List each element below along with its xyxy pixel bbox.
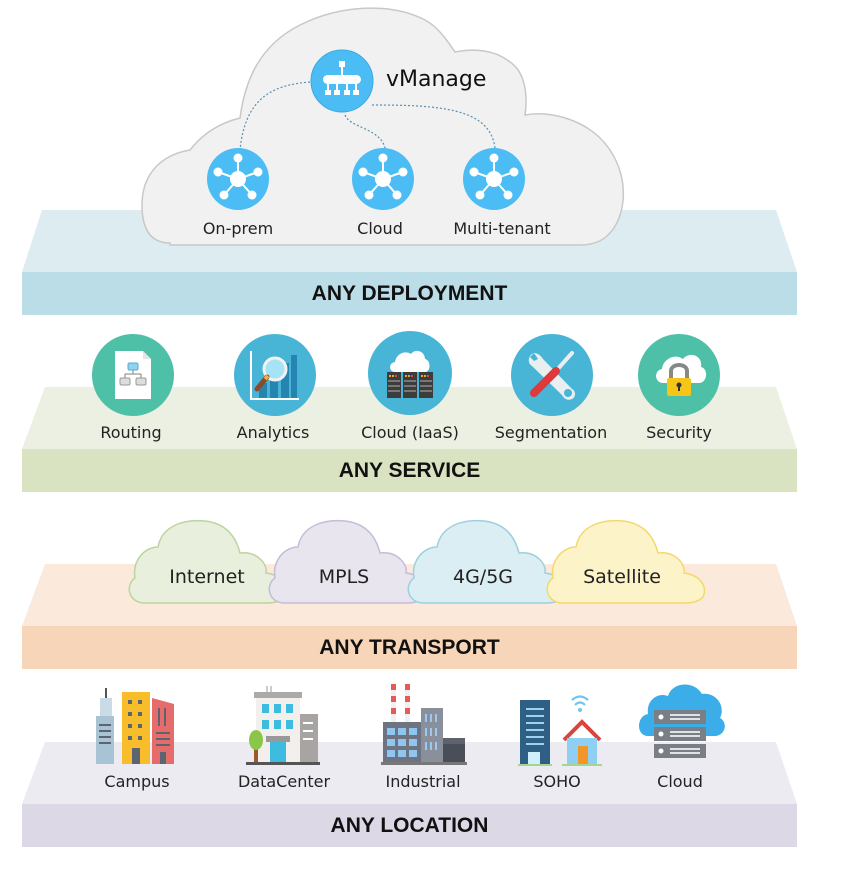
service-title: ANY SERVICE bbox=[338, 458, 481, 482]
transport-label: Internet bbox=[169, 566, 245, 588]
deployment-cloud bbox=[141, 7, 624, 246]
location-label: Campus bbox=[104, 772, 170, 791]
location-label: Industrial bbox=[385, 772, 461, 791]
location-label: DataCenter bbox=[237, 772, 331, 791]
service-label: Analytics bbox=[236, 423, 310, 442]
hub-icon[interactable] bbox=[206, 147, 270, 211]
location-label: SOHO bbox=[533, 772, 581, 791]
cloud-server-icon[interactable] bbox=[367, 330, 453, 416]
transport-label: 4G/5G bbox=[452, 566, 514, 588]
campus-buildings-icon[interactable] bbox=[94, 686, 180, 766]
deployment-title: ANY DEPLOYMENT bbox=[311, 281, 508, 305]
hierarchy-icon[interactable] bbox=[309, 48, 375, 114]
tools-icon[interactable] bbox=[510, 333, 594, 417]
datacenter-building-icon[interactable] bbox=[240, 684, 326, 766]
transport-clouds bbox=[128, 519, 706, 604]
service-label: Security bbox=[646, 423, 712, 442]
location-label: Cloud bbox=[657, 772, 703, 791]
home-office-icon[interactable] bbox=[516, 690, 606, 766]
hub-icon[interactable] bbox=[351, 147, 415, 211]
service-label: Segmentation bbox=[494, 423, 608, 442]
transport-cloud-4g5g[interactable] bbox=[407, 519, 567, 604]
service-slab-top bbox=[22, 387, 797, 449]
hub-icon[interactable] bbox=[462, 147, 526, 211]
transport-cloud-internet[interactable] bbox=[128, 519, 288, 604]
transport-cloud-mpls[interactable] bbox=[268, 519, 428, 604]
service-slab bbox=[22, 387, 797, 492]
deployment-node-label: On-prem bbox=[202, 219, 274, 238]
controller-label: vManage bbox=[386, 67, 487, 92]
deployment-node-label: Multi-tenant bbox=[453, 219, 551, 238]
location-title: ANY LOCATION bbox=[330, 813, 489, 837]
transport-label: MPLS bbox=[318, 566, 370, 588]
deployment-node-label: Cloud bbox=[357, 219, 403, 238]
location-slab-top bbox=[22, 742, 797, 804]
deployment-slab-front bbox=[22, 272, 797, 315]
location-slab bbox=[22, 742, 797, 847]
service-slab-front bbox=[22, 449, 797, 492]
transport-cloud-satellite[interactable] bbox=[546, 519, 706, 604]
location-slab-front bbox=[22, 804, 797, 847]
transport-title: ANY TRANSPORT bbox=[319, 635, 500, 659]
analytics-chart-icon[interactable] bbox=[233, 333, 317, 417]
cloud-lock-icon[interactable] bbox=[637, 333, 721, 417]
routing-document-icon[interactable] bbox=[91, 333, 175, 417]
service-label: Cloud (IaaS) bbox=[361, 423, 459, 442]
transport-label: Satellite bbox=[583, 566, 661, 588]
service-label: Routing bbox=[100, 423, 162, 442]
transport-slab-front bbox=[22, 626, 797, 669]
factory-icon[interactable] bbox=[381, 682, 467, 766]
cloud-servers-icon[interactable] bbox=[634, 680, 726, 766]
